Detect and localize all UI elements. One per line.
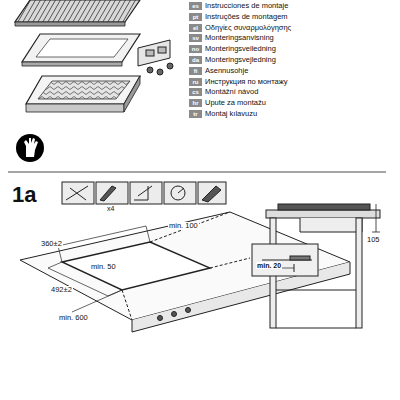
label-text: 492±2 (51, 285, 72, 294)
dimension-label: min. 50 (90, 263, 117, 271)
label-text: Montážní návod (205, 87, 258, 96)
dimension-label: min. 600 (58, 314, 89, 322)
label-text: 1a (12, 182, 36, 207)
label-text: min. 50 (91, 262, 116, 271)
dimension-label: min. 100 (168, 222, 199, 230)
language-code-text: hr (193, 100, 199, 106)
label-text: Monteringsveiledning (205, 44, 276, 53)
dimension-label: 105 (366, 236, 381, 244)
language-title: Instrucciones de montaje (205, 2, 288, 10)
label-text: x4 (107, 205, 114, 212)
tool-icons (62, 182, 226, 204)
language-code: no (189, 45, 202, 53)
language-code-text: ru (193, 79, 199, 85)
label-text: Monteringsvejledning (205, 55, 276, 64)
language-code: fi (189, 67, 202, 75)
info-icon (16, 134, 44, 162)
dimension-label: 360±2 (40, 240, 63, 248)
language-code: ru (189, 78, 202, 86)
language-title: Monteringsveiledning (205, 45, 276, 53)
grill-plate (15, 0, 140, 26)
language-code: es (189, 2, 202, 10)
language-title: Montaj kılavuzu (205, 110, 257, 118)
language-code: da (189, 56, 202, 64)
language-code-text: pt (193, 14, 199, 20)
label-text: Οδηγίες συναρμολόγησης (205, 23, 291, 32)
label-text: Asennusohje (205, 66, 248, 75)
label-text: min. 600 (59, 313, 88, 322)
mounting-clips (138, 40, 173, 75)
language-code: sv (189, 34, 202, 42)
language-code-text: no (192, 46, 199, 52)
language-code: hr (189, 99, 202, 107)
cabinet-section (252, 204, 380, 328)
language-code: tr (189, 110, 202, 118)
dimension-label: 492±2 (50, 286, 73, 294)
separator-line (8, 171, 386, 173)
label-text: min. 20 (257, 262, 281, 269)
language-code-text: el (193, 25, 198, 31)
language-code-text: es (192, 3, 199, 9)
label-text: Инструкция по монтажу (205, 77, 288, 86)
label-text: 360±2 (41, 239, 62, 248)
dimension-label: x4 (106, 205, 115, 212)
language-title: Instruções de montagem (205, 13, 288, 21)
frame (22, 34, 140, 66)
base-tray (26, 76, 140, 112)
language-code: cs (189, 88, 202, 96)
language-title: Monteringsanvisning (205, 34, 274, 42)
language-code-text: tr (193, 111, 197, 117)
language-title: Montážní návod (205, 88, 258, 96)
language-title: Οδηγίες συναρμολόγησης (205, 24, 291, 32)
label-text: Montaj kılavuzu (205, 109, 257, 118)
dimension-label: min. 20 (256, 262, 282, 269)
label-text: Instruções de montagem (205, 12, 288, 21)
label-text: Monteringsanvisning (205, 33, 274, 42)
language-title: Инструкция по монтажу (205, 78, 288, 86)
language-code-text: sv (192, 35, 199, 41)
language-title: Asennusohje (205, 67, 248, 75)
label-text: 105 (367, 235, 380, 244)
language-code-text: fi (194, 68, 198, 74)
label-text: min. 100 (169, 221, 198, 230)
language-title: Upute za montažu (205, 99, 266, 107)
language-code: pt (189, 13, 202, 21)
language-code: el (189, 24, 202, 32)
label-text: Instrucciones de montaje (205, 1, 288, 10)
label-text: Upute za montažu (205, 98, 266, 107)
language-title: Monteringsvejledning (205, 56, 276, 64)
language-code-text: da (192, 57, 199, 63)
dimension-label: 1a (12, 184, 36, 206)
language-code-text: cs (192, 89, 199, 95)
